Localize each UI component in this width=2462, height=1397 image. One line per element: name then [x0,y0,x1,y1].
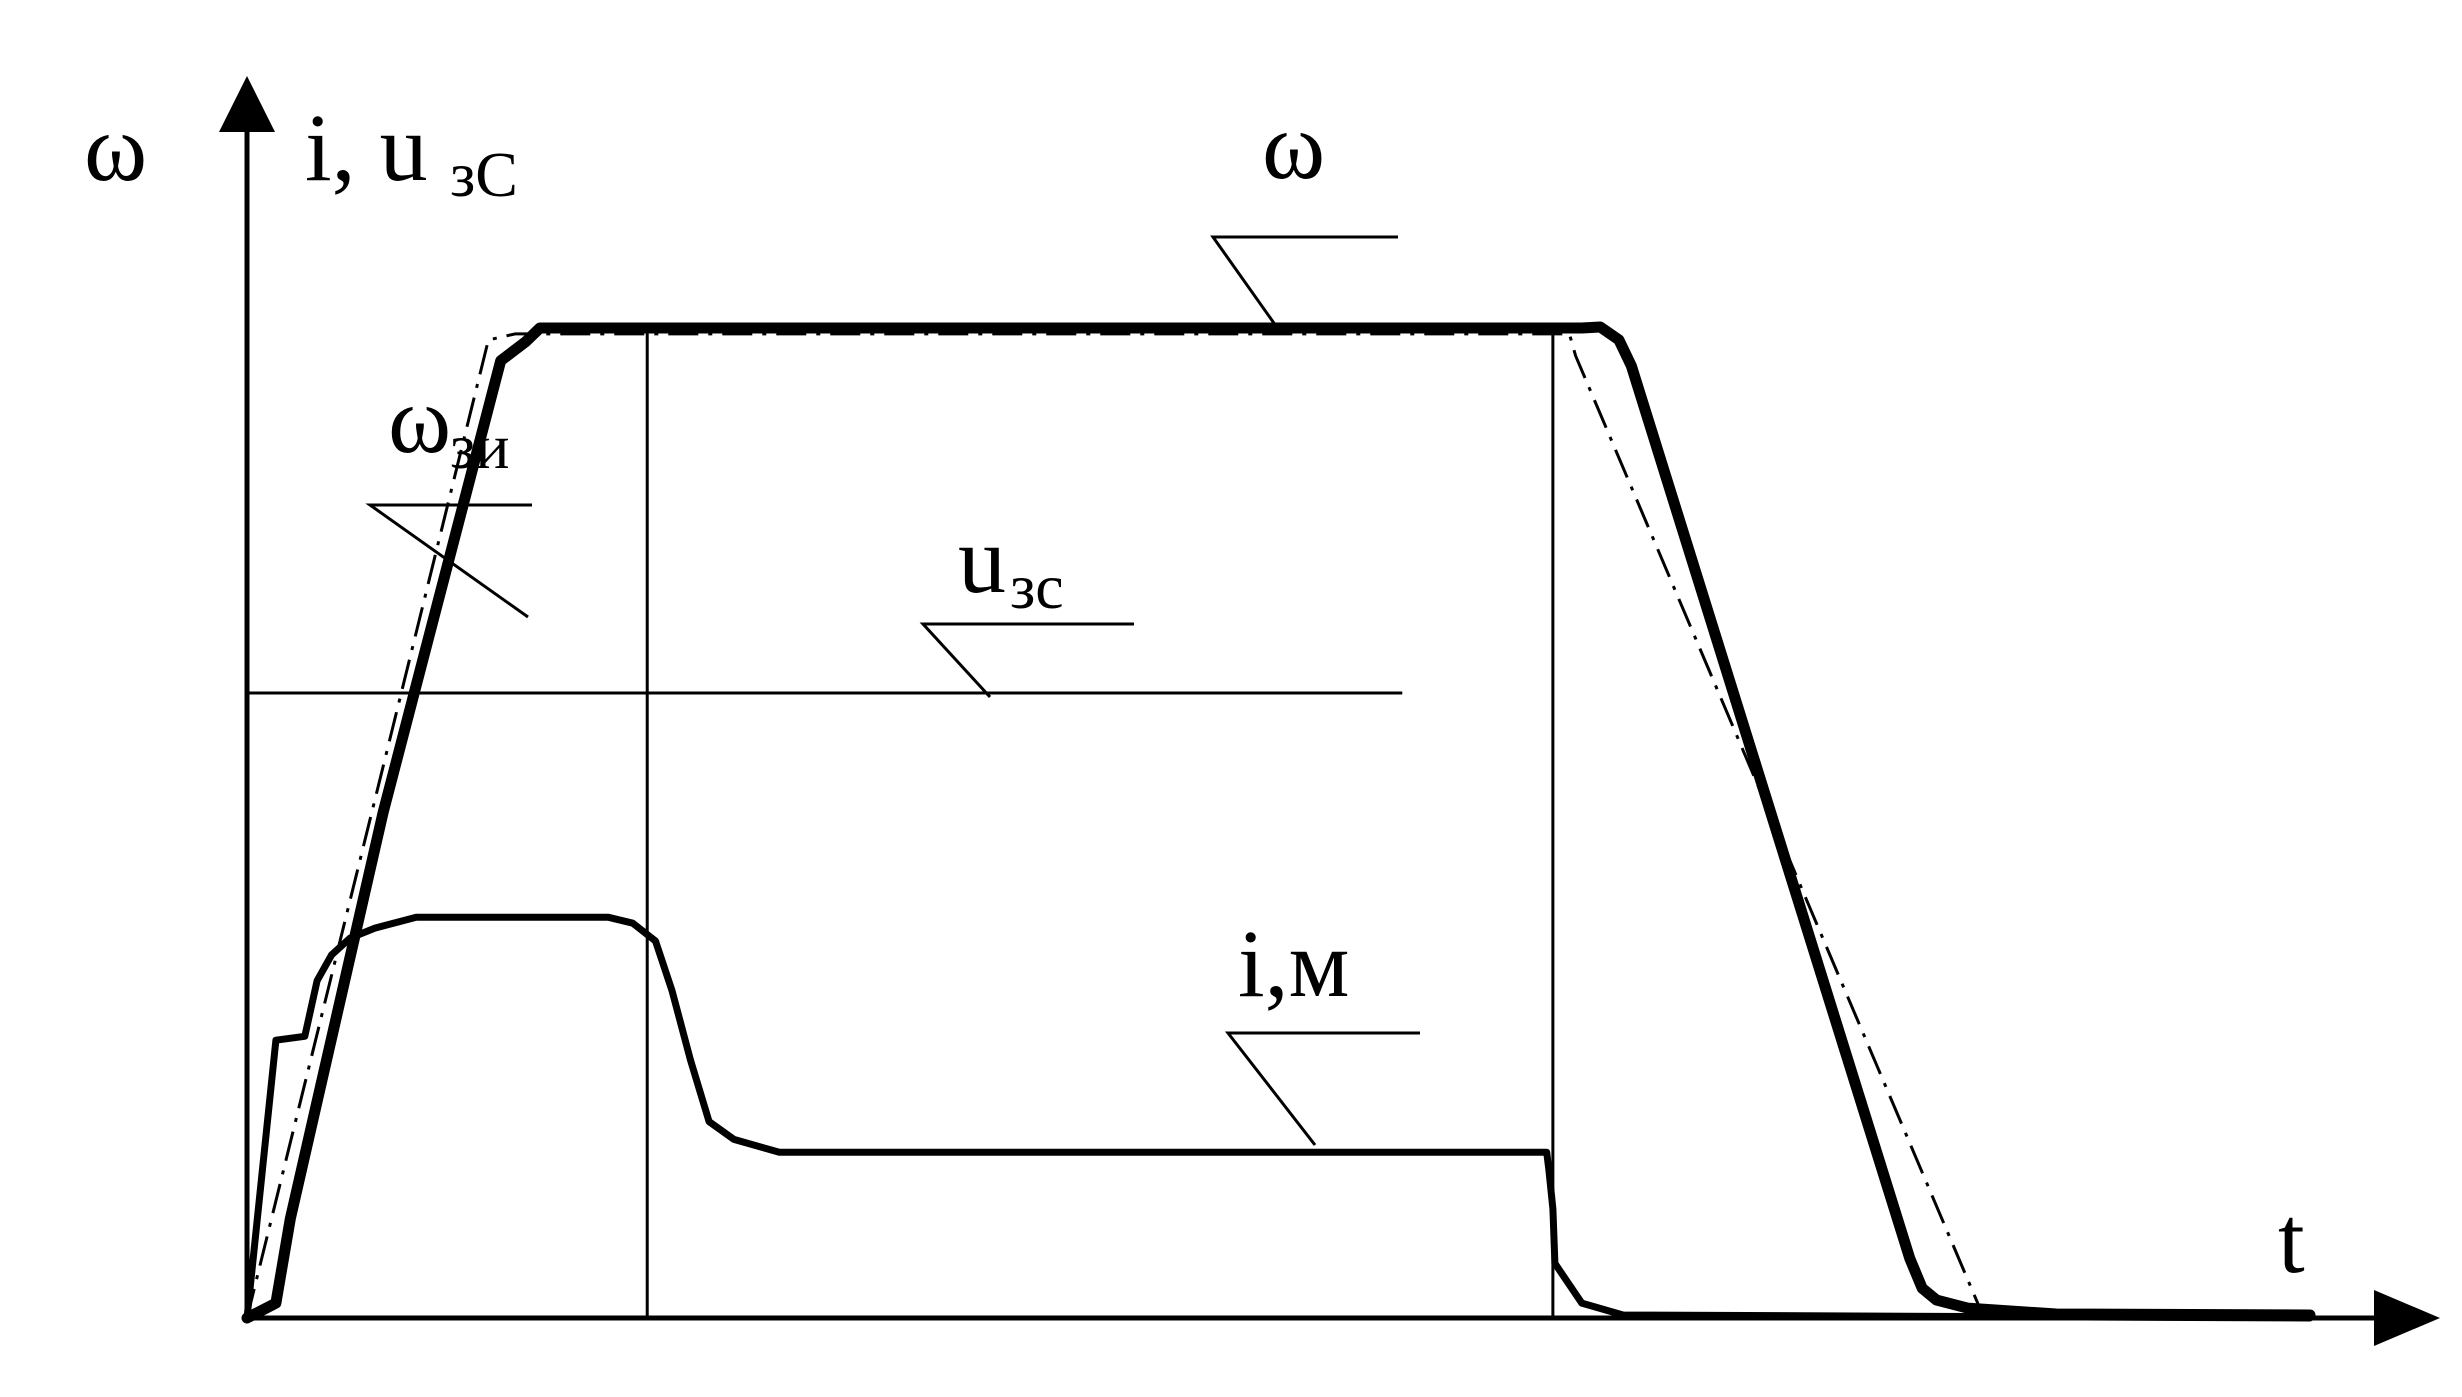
y-axis-label-right: i, u [305,94,428,201]
series-i-m-label: i,м [1238,910,1349,1017]
y-axis-label-right-sub: зС [450,139,518,210]
series-i-m-line [243,913,2314,1322]
series-u-zs-label-sub: зс [1010,551,1064,622]
x-axis-arrow [2374,1290,2440,1346]
u-zs-label-leader [919,622,1134,699]
label-leaders [365,235,1420,1146]
series-omega-line [241,321,2316,1324]
omega-label-leader [1210,235,1398,327]
series-omega-zi-line [245,332,1986,1319]
i-m-label-leader [1224,1031,1420,1146]
omega-zi-label-leader [365,503,532,619]
x-axis-label: t [2278,1186,2305,1293]
series-u-zs-label: u [958,506,1006,613]
series-omega-zi-label: ω [388,366,451,473]
y-axis-arrow [219,76,275,132]
y-axis-label-left: ω [84,94,147,201]
series-omega-label: ω [1262,92,1325,199]
series-omega-zi-label-sub: зи [450,411,510,482]
